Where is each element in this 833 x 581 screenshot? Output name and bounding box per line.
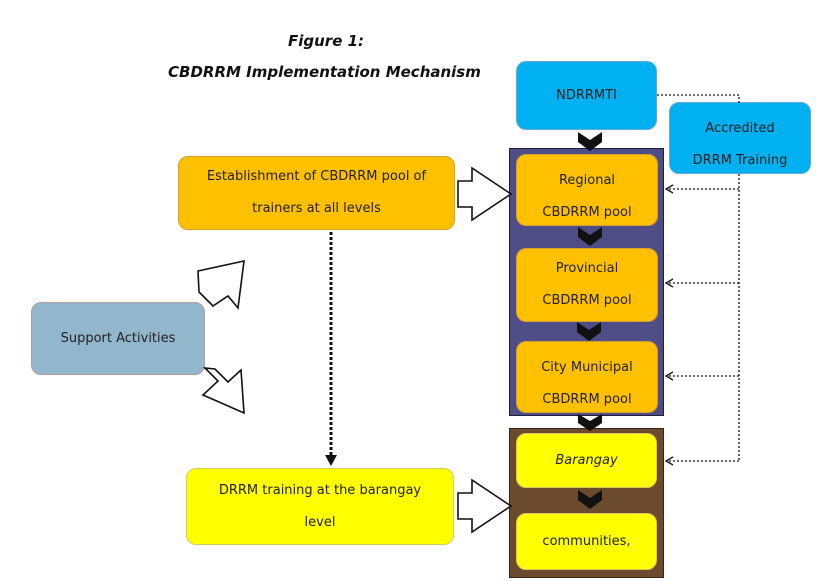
- dotted-ndrrmti-accredited: [657, 94, 740, 103]
- city-label-line1: City Municipal: [541, 360, 633, 375]
- provincial-pool-node: Provincial CBDRRM pool: [516, 248, 658, 322]
- arrowhead-drrm-training: [325, 455, 337, 466]
- drrm-training-label-line1: DRRM training at the barangay: [218, 482, 422, 498]
- dotted-arrowhead-provincial: [664, 278, 674, 288]
- regional-pool-node: Regional CBDRRM pool: [516, 154, 658, 226]
- accredited-label-line2: DRRM Training: [692, 153, 788, 168]
- provincial-label-line1: Provincial: [555, 261, 619, 276]
- provincial-label-line2: CBDRRM pool: [542, 293, 632, 308]
- figure-label: Figure 1:: [288, 32, 365, 50]
- drrm-training-label-line2: level: [304, 514, 336, 530]
- establishment-label-line1: Establishment of CBDRRM pool of: [206, 169, 427, 184]
- block-arrow-drrm-training-barangay: [457, 478, 513, 534]
- communities-node: communities,: [516, 513, 657, 570]
- chevron-arrow-city-barangay: [578, 414, 602, 431]
- establishment-label-line2: trainers at all levels: [252, 201, 381, 216]
- regional-label-line2: CBDRRM pool: [542, 205, 632, 220]
- block-arrow-establishment-regional: [457, 166, 513, 222]
- barangay-node: Barangay: [516, 433, 657, 488]
- chevron-arrow-provincial-city: [577, 322, 601, 341]
- support-activities-node: Support Activities: [31, 302, 205, 375]
- ndrrmti-label: NDRRMTI: [556, 87, 617, 103]
- figure-title: CBDRRM Implementation Mechanism: [168, 63, 481, 81]
- dotted-arrowhead-regional: [664, 184, 674, 194]
- block-arrow-support-up: [197, 259, 245, 310]
- accredited-training-node: Accredited DRRM Training: [669, 102, 811, 174]
- regional-label-line1: Regional: [558, 173, 616, 188]
- city-municipal-pool-node: City Municipal CBDRRM pool: [516, 341, 658, 413]
- accredited-label-line1: Accredited: [705, 121, 775, 136]
- chevron-arrow-ndrrmti-regional: [578, 132, 602, 151]
- support-label: Support Activities: [60, 330, 176, 346]
- dotted-arrowhead-city: [664, 371, 674, 381]
- drrm-training-barangay-node: DRRM training at the barangay level: [186, 468, 454, 545]
- ndrrmti-node: NDRRMTI: [516, 61, 657, 130]
- chevron-arrow-barangay-communities: [578, 490, 602, 509]
- block-arrow-support-down: [201, 366, 245, 415]
- chevron-arrow-regional-provincial: [578, 227, 602, 246]
- barangay-label: Barangay: [555, 452, 618, 468]
- dotted-arrowhead-barangay: [664, 456, 674, 466]
- city-label-line2: CBDRRM pool: [542, 392, 632, 407]
- communities-label: communities,: [542, 533, 631, 549]
- establishment-node: Establishment of CBDRRM pool of trainers…: [178, 156, 455, 230]
